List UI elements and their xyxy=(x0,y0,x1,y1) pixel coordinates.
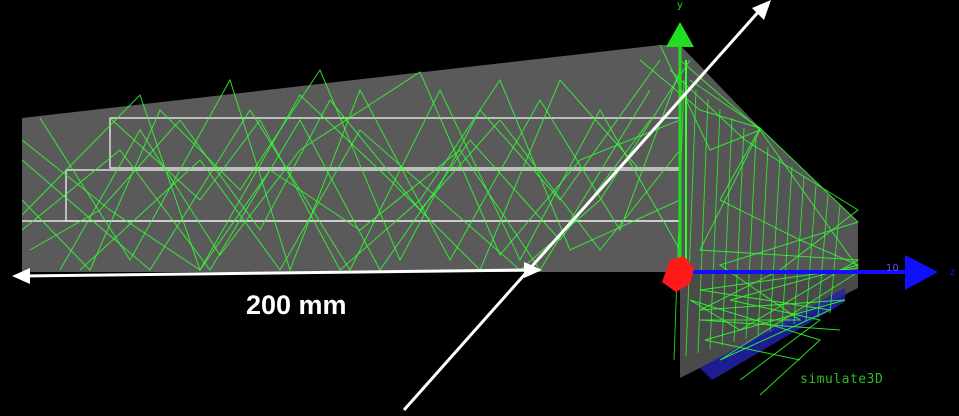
grating-bar xyxy=(700,288,845,380)
prism-panel xyxy=(680,45,858,272)
ray-path xyxy=(21,89,651,272)
ray-path xyxy=(805,185,817,321)
ray-path xyxy=(757,147,769,335)
ray-path xyxy=(721,118,733,346)
dimension-label: 200 mm xyxy=(246,290,347,320)
ray-path xyxy=(793,175,805,325)
y-axis: y xyxy=(666,0,694,272)
y-axis-arrowhead xyxy=(666,22,694,47)
ray-path xyxy=(709,108,721,350)
ray-path xyxy=(769,156,781,332)
ray-path xyxy=(679,59,860,396)
ray-path xyxy=(21,88,681,272)
z-axis-arrowhead xyxy=(905,255,938,290)
z-axis: z 10 xyxy=(680,255,955,290)
z-axis-tick: 10 xyxy=(886,263,899,274)
ray-path xyxy=(39,69,681,272)
ray-path xyxy=(59,71,681,271)
y-axis-label: y xyxy=(677,0,683,11)
ray-path xyxy=(109,78,681,271)
ray-path xyxy=(829,204,841,314)
ray-path xyxy=(29,99,681,251)
ray-bundle xyxy=(21,44,860,396)
watermark-logo: simulate3D xyxy=(800,372,884,387)
ray-path xyxy=(21,59,661,271)
ray-path xyxy=(685,89,697,357)
waveguide-panel xyxy=(22,45,680,272)
ray-path xyxy=(733,127,745,343)
ray-path xyxy=(689,79,860,381)
ray-path xyxy=(21,79,641,271)
ray-path xyxy=(781,166,793,328)
z-axis-label: z xyxy=(950,267,955,278)
ray-path xyxy=(669,69,859,361)
ray-path xyxy=(79,59,691,271)
dimension-arrow xyxy=(12,262,542,284)
diagonal-arrow xyxy=(402,0,771,411)
ray-path xyxy=(745,137,757,339)
ray-path xyxy=(697,99,709,353)
ray-path xyxy=(639,59,859,331)
ray-path xyxy=(817,195,829,317)
origin-marker xyxy=(662,256,694,292)
